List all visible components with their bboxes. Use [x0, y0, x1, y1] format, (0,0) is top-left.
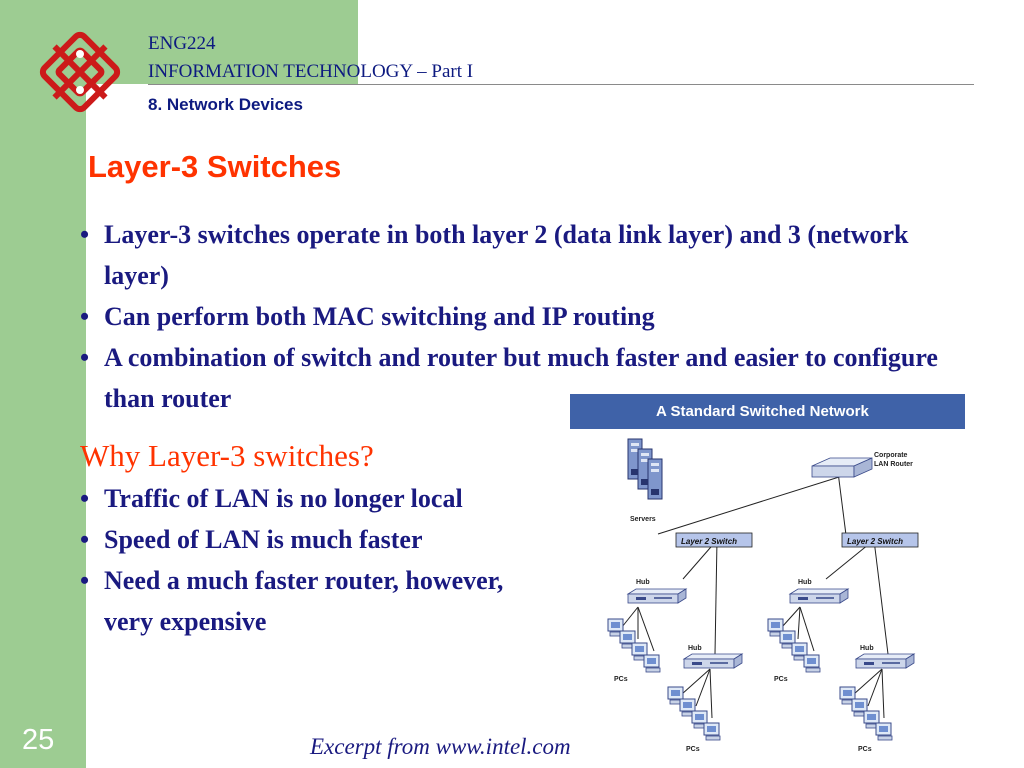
pcs-label: PCs	[774, 676, 788, 683]
pcs-label: PCs	[686, 746, 700, 753]
diagram-canvas: Servers Corporate LAN Router Layer 2 Swi…	[607, 438, 919, 753]
hub-1: Hub	[627, 579, 687, 604]
course-code: ENG224	[148, 33, 216, 54]
slide-number: 25	[22, 724, 55, 756]
source-footer: Excerpt from www.intel.com	[310, 734, 571, 759]
hub-label: Hub	[688, 645, 702, 652]
hub-4: Hub	[855, 645, 915, 669]
bullet-item: Layer-3 switches operate in both layer 2…	[80, 214, 960, 296]
bullet-item: Can perform both MAC switching and IP ro…	[80, 296, 960, 337]
switch-left-label: Layer 2 Switch	[681, 537, 737, 546]
section-label: 8. Network Devices	[148, 95, 303, 114]
bullet-item: A combination of switch and router but m…	[80, 337, 960, 419]
header-divider	[148, 84, 974, 85]
network-diagram: A Standard Switched Network	[570, 394, 965, 762]
course-title: INFORMATION TECHNOLOGY – Part I	[148, 61, 474, 82]
switch-right-label: Layer 2 Switch	[847, 537, 903, 546]
connection-lines	[621, 471, 889, 719]
diagram-header: A Standard Switched Network	[570, 394, 965, 429]
bullet-item: Traffic of LAN is no longer local	[80, 478, 550, 519]
hub-3: Hub	[683, 645, 743, 669]
diagram-title: A Standard Switched Network	[656, 403, 869, 420]
pc-group-1: PCs	[607, 618, 661, 683]
header-panel	[86, 0, 358, 84]
bullet-item: Need a much faster router, however, very…	[80, 560, 550, 642]
pc-group-2: PCs	[767, 618, 821, 683]
hub-2: Hub	[789, 579, 849, 604]
subheading: Why Layer-3 switches?	[80, 438, 374, 473]
layer2-switch-left: Layer 2 Switch	[675, 532, 753, 548]
pc-group-3: PCs	[667, 686, 721, 753]
slide-title: Layer-3 Switches	[88, 149, 342, 184]
router	[811, 457, 873, 478]
router-label-line2: LAN Router	[874, 461, 913, 468]
servers-label: Servers	[630, 516, 656, 523]
bullet-item: Speed of LAN is much faster	[80, 519, 550, 560]
hub-label: Hub	[798, 579, 812, 586]
why-bullet-list: Traffic of LAN is no longer local Speed …	[80, 478, 550, 642]
pcs-label: PCs	[858, 746, 872, 753]
pc-group-4: PCs	[839, 686, 893, 753]
main-bullet-list: Layer-3 switches operate in both layer 2…	[80, 214, 960, 419]
left-sidebar	[0, 0, 86, 768]
router-label-line1: Corporate	[874, 452, 908, 459]
hub-label: Hub	[636, 579, 650, 586]
university-logo	[39, 31, 121, 113]
layer2-switch-right: Layer 2 Switch	[841, 532, 919, 548]
server-group	[627, 438, 663, 500]
hub-label: Hub	[860, 645, 874, 652]
pcs-label: PCs	[614, 676, 628, 683]
